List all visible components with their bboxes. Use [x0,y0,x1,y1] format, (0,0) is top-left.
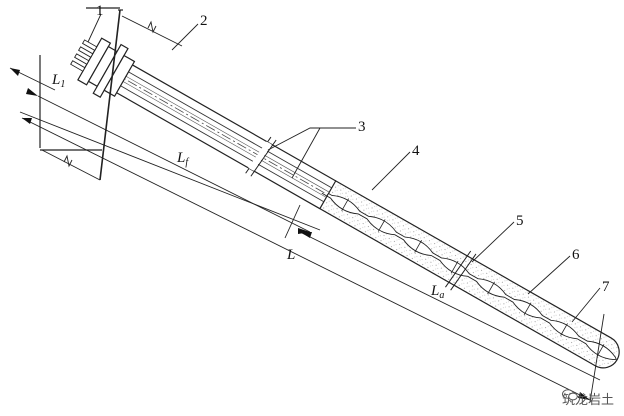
wechat-logo-icon [561,389,578,401]
centralizer-8 [596,344,605,357]
callout-7: 7 [602,279,610,295]
dim-l1-label: L1 [51,72,65,90]
centralizer-4 [450,260,459,274]
tendon-bulbs [321,192,617,361]
anchor-body [70,37,620,369]
callout-2: 2 [200,13,208,29]
centralizer-group [321,192,617,361]
sheath-top [128,71,332,189]
callout-3: 3 [358,119,366,135]
break-mark-free [245,136,277,177]
callout-4: 4 [412,143,420,159]
callout-5: 5 [516,213,524,229]
sheath-bottom [120,85,325,203]
dimension-arrows [10,68,590,400]
borehole-wall-top [132,64,337,182]
centralizer-6 [523,302,532,316]
retaining-wall [39,7,123,181]
anchor-head [70,37,136,99]
borehole-wall-bottom [116,92,321,210]
wall-dimension [41,15,183,181]
dim-lf-label: Lf [176,150,189,168]
callout-1: 1 [96,3,104,19]
tendon-strand-b [122,81,327,198]
centralizer-1 [341,198,349,211]
break-mark-bond [445,250,477,291]
centralizer-7 [560,323,568,336]
dim-l-label: L [286,247,295,263]
callout-6: 6 [572,247,580,263]
dimension-lines [9,67,605,403]
tendon-strand-a [125,75,330,193]
watermark: 筑龙岩土 [561,389,614,408]
centralizer-2 [377,219,386,232]
centralizer-5 [487,281,495,295]
dim-la-label: La [430,283,444,301]
centralizer-3 [414,240,422,253]
leader-lines [87,13,601,323]
